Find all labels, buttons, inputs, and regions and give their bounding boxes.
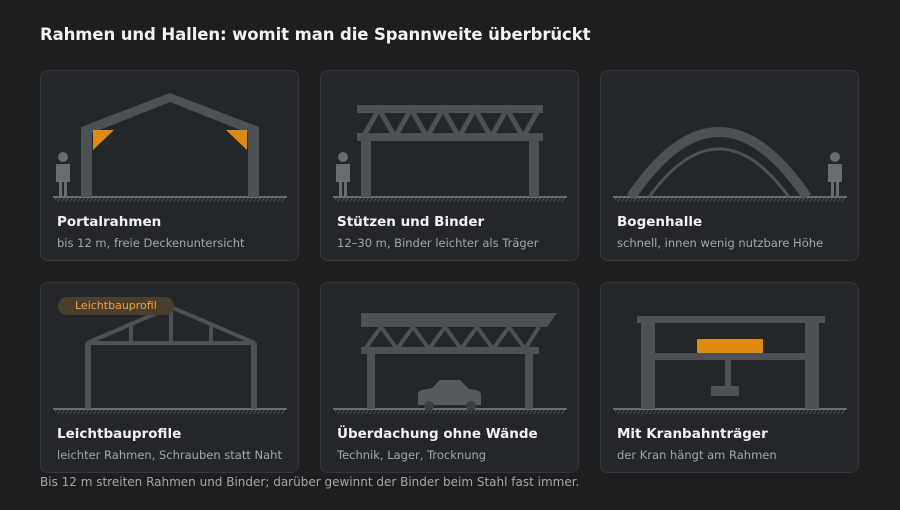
portal-frame-icon	[53, 93, 287, 202]
card-title: Überdachung ohne Wände	[337, 426, 538, 442]
card-title: Leichtbauprofile	[57, 426, 182, 442]
open-canopy-icon	[333, 313, 567, 414]
card-arch-hall[interactable]: Bogenhalle schnell, innen wenig nutzbare…	[600, 70, 859, 261]
car-icon	[418, 380, 481, 411]
card-title: Portalrahmen	[57, 214, 162, 230]
card-description: der Kran hängt am Rahmen	[617, 448, 777, 462]
card-description: schnell, innen wenig nutzbare Höhe	[617, 236, 824, 250]
card-description: bis 12 m, freie Deckenuntersicht	[57, 236, 245, 250]
card-description: leichter Rahmen, Schrauben statt Naht	[57, 448, 282, 462]
crane-girder-icon	[613, 316, 847, 414]
column-truss-icon	[333, 103, 567, 202]
arch-hall-icon	[613, 127, 847, 202]
card-open-canopy[interactable]: Überdachung ohne Wände Technik, Lager, T…	[320, 282, 579, 473]
footnote: Bis 12 m streiten Rahmen und Binder; dar…	[40, 475, 580, 489]
category-badge: Leichtbauprofil	[58, 297, 174, 315]
page-title: Rahmen und Hallen: womit man die Spannwe…	[40, 25, 591, 44]
card-light-frame[interactable]: Leichtbauprofil Leichtbauprofile leichte…	[40, 282, 299, 473]
card-column-truss[interactable]: Stützen und Binder 12–30 m, Binder leich…	[320, 70, 579, 261]
card-title: Mit Kranbahnträger	[617, 426, 768, 442]
card-description: Technik, Lager, Trocknung	[337, 448, 487, 462]
card-description: 12–30 m, Binder leichter als Träger	[337, 236, 539, 250]
card-portal-frame[interactable]: Portalrahmen bis 12 m, freie Deckenunter…	[40, 70, 299, 261]
card-crane-girder[interactable]: Mit Kranbahnträger der Kran hängt am Rah…	[600, 282, 859, 473]
card-title: Bogenhalle	[617, 214, 703, 230]
light-frame-icon	[53, 304, 287, 414]
card-title: Stützen und Binder	[337, 214, 485, 230]
